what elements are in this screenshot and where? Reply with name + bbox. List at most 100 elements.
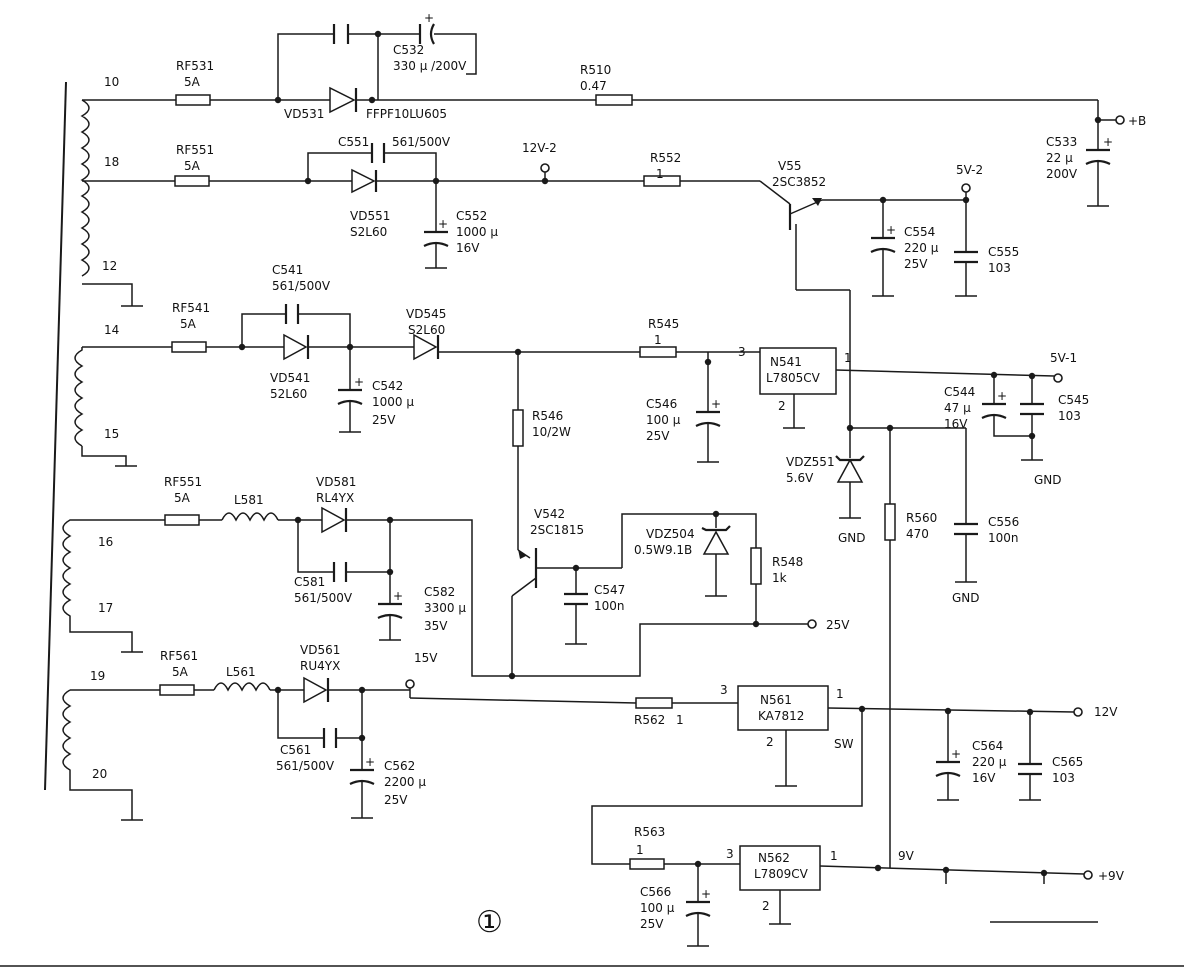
rail-25v: + RF551 5A L581 VD581 RL4YX C581 561/500… <box>164 475 850 677</box>
pin-19: 19 <box>90 669 105 683</box>
rail-5v1: + + + <box>171 263 1089 487</box>
label-vd541-val: 52L60 <box>270 387 307 401</box>
label-c562-val2: 25V <box>384 793 408 807</box>
label-n562-pin2: 2 <box>762 899 770 913</box>
label-c566-val1: 100 μ <box>640 901 675 915</box>
label-9v: 9V <box>898 849 915 863</box>
label-vd531: VD531 <box>284 107 324 121</box>
terminal-plus-b <box>1115 115 1125 125</box>
pin-15: 15 <box>104 427 119 441</box>
label-c554: C554 <box>904 225 935 239</box>
label-r562-val: 1 <box>676 713 684 727</box>
label-vd561-val: RU4YX <box>300 659 340 673</box>
label-c544: C544 <box>944 385 975 399</box>
label-v542-val: 2SC1815 <box>530 523 584 537</box>
label-25v: 25V <box>826 618 850 632</box>
terminal-25v <box>807 619 817 629</box>
label-c555-val: 103 <box>988 261 1011 275</box>
label-c562: C562 <box>384 759 415 773</box>
inductor-l561 <box>213 682 271 692</box>
label-vd561: VD561 <box>300 643 340 657</box>
label-n541-pin1: 1 <box>844 351 852 365</box>
label-c582: C582 <box>424 585 455 599</box>
svg-text:+: + <box>886 223 896 237</box>
test-point-15v <box>405 679 415 689</box>
resistor-r560 <box>884 503 896 541</box>
label-c542: C542 <box>372 379 403 393</box>
label-c544-val2: 16V <box>944 417 968 431</box>
label-c551: C551 <box>338 135 369 149</box>
label-c564: C564 <box>972 739 1003 753</box>
label-n561: N561 <box>760 693 792 707</box>
winding-16-17 <box>62 519 133 652</box>
label-n541-pin2: 2 <box>778 399 786 413</box>
label-sw: SW <box>834 737 854 751</box>
label-vd545: VD545 <box>406 307 446 321</box>
label-c565: C565 <box>1052 755 1083 769</box>
label-r546-val: 10/2W <box>532 425 571 439</box>
rail-12v2: + + RF551 5A C551 <box>174 135 1019 428</box>
label-c581-val: 561/500V <box>294 591 353 605</box>
label-c556-val: 100n <box>988 531 1019 545</box>
label-n562-pin3: 3 <box>726 847 734 861</box>
pin-18: 18 <box>104 155 119 169</box>
resistor-r562 <box>635 697 673 709</box>
label-rf561: RF561 <box>160 649 198 663</box>
label-r548-val: 1k <box>772 571 787 585</box>
pin-12: 12 <box>102 259 117 273</box>
label-c581: C581 <box>294 575 325 589</box>
resistor-r548 <box>750 547 762 585</box>
control-section: VDZ551 5.6V GND R560 470 C556 100n GND V… <box>508 352 1019 868</box>
label-rf551-b-val: 5A <box>174 491 191 505</box>
label-c564-val1: 220 μ <box>972 755 1007 769</box>
label-c532-val: 330 μ /200V <box>393 59 467 73</box>
label-plus-9v: +9V <box>1098 869 1125 883</box>
label-c533: C533 <box>1046 135 1077 149</box>
label-c551-val: 561/500V <box>392 135 451 149</box>
pin-10: 10 <box>104 75 119 89</box>
label-n562: N562 <box>758 851 790 865</box>
b-rail: + + RF531 5A VD531 FFPF10LU605 C532 330 … <box>106 11 1146 207</box>
svg-text:+: + <box>711 397 721 411</box>
rail-9v: + R563 1 C566 100 μ 25V N562 L7809CV 3 1… <box>629 825 1125 947</box>
label-c566-val2: 25V <box>640 917 664 931</box>
label-v55-val: 2SC3852 <box>772 175 826 189</box>
label-gnd-c556: GND <box>952 591 980 605</box>
resistor-r545 <box>639 346 677 358</box>
label-l581: L581 <box>234 493 264 507</box>
label-vd551-val: S2L60 <box>350 225 387 239</box>
label-n541: N541 <box>770 355 802 369</box>
zener-vdz551 <box>836 458 864 483</box>
label-c564-val2: 16V <box>972 771 996 785</box>
label-vd581-val: RL4YX <box>316 491 354 505</box>
pin-20: 20 <box>92 767 107 781</box>
label-r552: R552 <box>650 151 681 165</box>
label-rf551-val: 5A <box>184 159 201 173</box>
label-c542-val2: 25V <box>372 413 396 427</box>
label-5v1: 5V-1 <box>1050 351 1077 365</box>
test-point-5v2 <box>961 183 971 193</box>
label-vd531-val: FFPF10LU605 <box>366 107 447 121</box>
label-vd541: VD541 <box>270 371 310 385</box>
terminal-12v <box>1073 707 1083 717</box>
label-c582-val1: 3300 μ <box>424 601 466 615</box>
label-c554-val1: 220 μ <box>904 241 939 255</box>
resistor-r563 <box>629 858 665 870</box>
figure-number: ① <box>476 905 503 940</box>
label-c561-val: 561/500V <box>276 759 335 773</box>
winding-19-20 <box>62 689 133 820</box>
label-rf531-val: 5A <box>184 75 201 89</box>
svg-text:+: + <box>438 217 448 231</box>
pin-14: 14 <box>104 323 119 337</box>
pin-16: 16 <box>98 535 113 549</box>
zener-vdz504 <box>702 530 730 555</box>
label-vd551: VD551 <box>350 209 390 223</box>
label-c552: C552 <box>456 209 487 223</box>
label-c565-val: 103 <box>1052 771 1075 785</box>
terminal-9v <box>1083 870 1093 880</box>
label-c545: C545 <box>1058 393 1089 407</box>
label-r548: R548 <box>772 555 803 569</box>
label-c556: C556 <box>988 515 1019 529</box>
label-c533-val1: 22 μ <box>1046 151 1073 165</box>
